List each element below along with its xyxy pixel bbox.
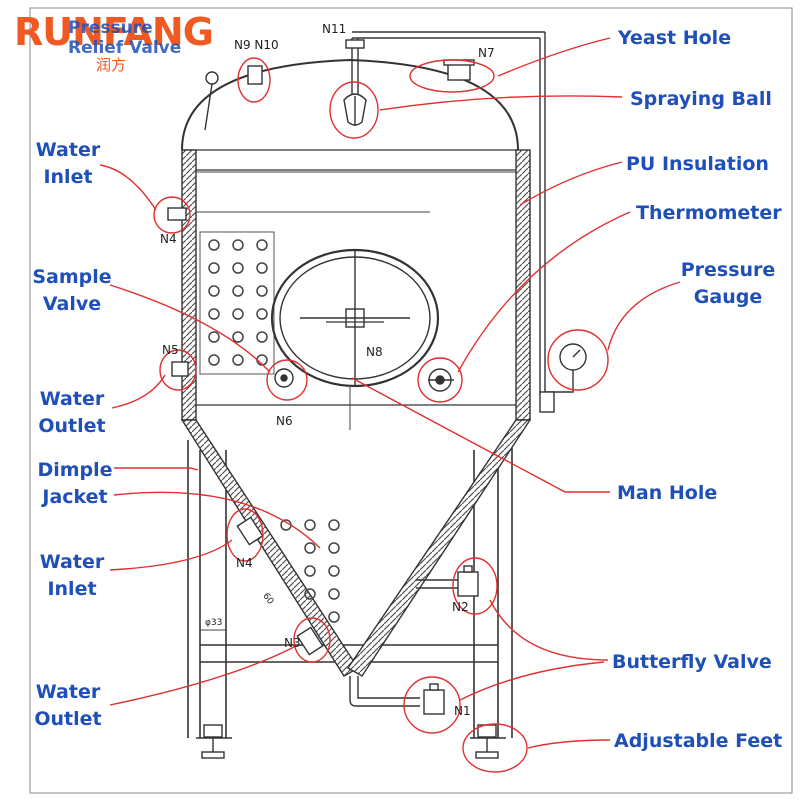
- nozzle-n4-top: N4: [160, 232, 177, 246]
- cone-insulation-right: [346, 419, 532, 677]
- brand-chinese: 润方: [96, 56, 127, 74]
- spraying-ball-drawing: [343, 93, 367, 126]
- pressure-relief-valve-label: Pressure Relief Valve: [68, 18, 182, 58]
- pressure-gauge-drawing: [539, 343, 587, 413]
- yeast-hole-drawing: [443, 59, 475, 81]
- yeast-hole-label: Yeast Hole: [618, 27, 732, 49]
- water-nozzles: [167, 207, 324, 656]
- nozzle-n6: N6: [276, 414, 293, 428]
- sample-valve-label: Sample Valve: [32, 266, 112, 315]
- water-inlet-bottom-label: Water Inlet: [39, 551, 105, 600]
- dimension-lines: [196, 171, 516, 631]
- butterfly-valve-label: Butterfly Valve: [612, 651, 772, 673]
- nozzle-n11: N11: [322, 22, 347, 36]
- nozzle-n4-bottom: N4: [236, 556, 253, 570]
- pressure-gauge-label: Pressure Gauge: [680, 259, 776, 308]
- nozzle-n2: N2: [452, 600, 469, 614]
- pu-insulation-label: PU Insulation: [626, 153, 769, 175]
- nozzle-n5: N5: [162, 343, 179, 357]
- cone-insulation-left: [180, 419, 359, 677]
- tank-dome: [181, 58, 519, 151]
- nozzle-n9-n10: N9 N10: [234, 38, 279, 52]
- brand-logo: Pressure Relief Valve RUNFANG 润方: [14, 10, 214, 74]
- water-outlet-top-label: Water Outlet: [38, 388, 106, 437]
- thermometer-label: Thermometer: [636, 202, 782, 224]
- brand-name: RUNFANG: [14, 10, 214, 54]
- cip-pipe: [345, 31, 546, 395]
- dimple-jacket-label: Dimple Jacket: [37, 459, 113, 508]
- nozzle-n3: N3: [284, 636, 301, 650]
- sample-valve-drawing: [274, 368, 294, 388]
- water-inlet-top-label: Water Inlet: [35, 139, 101, 188]
- man-hole-drawing: [270, 248, 440, 388]
- nozzle-n8: N8: [366, 345, 383, 359]
- nozzle-n7: N7: [478, 46, 495, 60]
- callout-circles: [153, 57, 609, 773]
- butterfly-valve-drawing: [423, 565, 479, 715]
- cone-diameter-dim: φ33: [205, 618, 223, 628]
- thermometer-drawing: [428, 368, 454, 392]
- nozzle-n1: N1: [454, 704, 471, 718]
- spraying-ball-label: Spraying Ball: [630, 88, 772, 110]
- adjustable-feet-drawing: [201, 724, 499, 759]
- dimple-jacket-upper: [208, 239, 268, 366]
- outlet-pipe: [349, 579, 462, 707]
- man-hole-label: Man Hole: [617, 482, 718, 504]
- drawing-frame: [29, 7, 793, 794]
- adjustable-feet-label: Adjustable Feet: [614, 730, 783, 752]
- relief-valve-drawing: [204, 65, 263, 131]
- water-outlet-bottom-label: Water Outlet: [34, 681, 102, 730]
- callout-leaders: [99, 37, 681, 749]
